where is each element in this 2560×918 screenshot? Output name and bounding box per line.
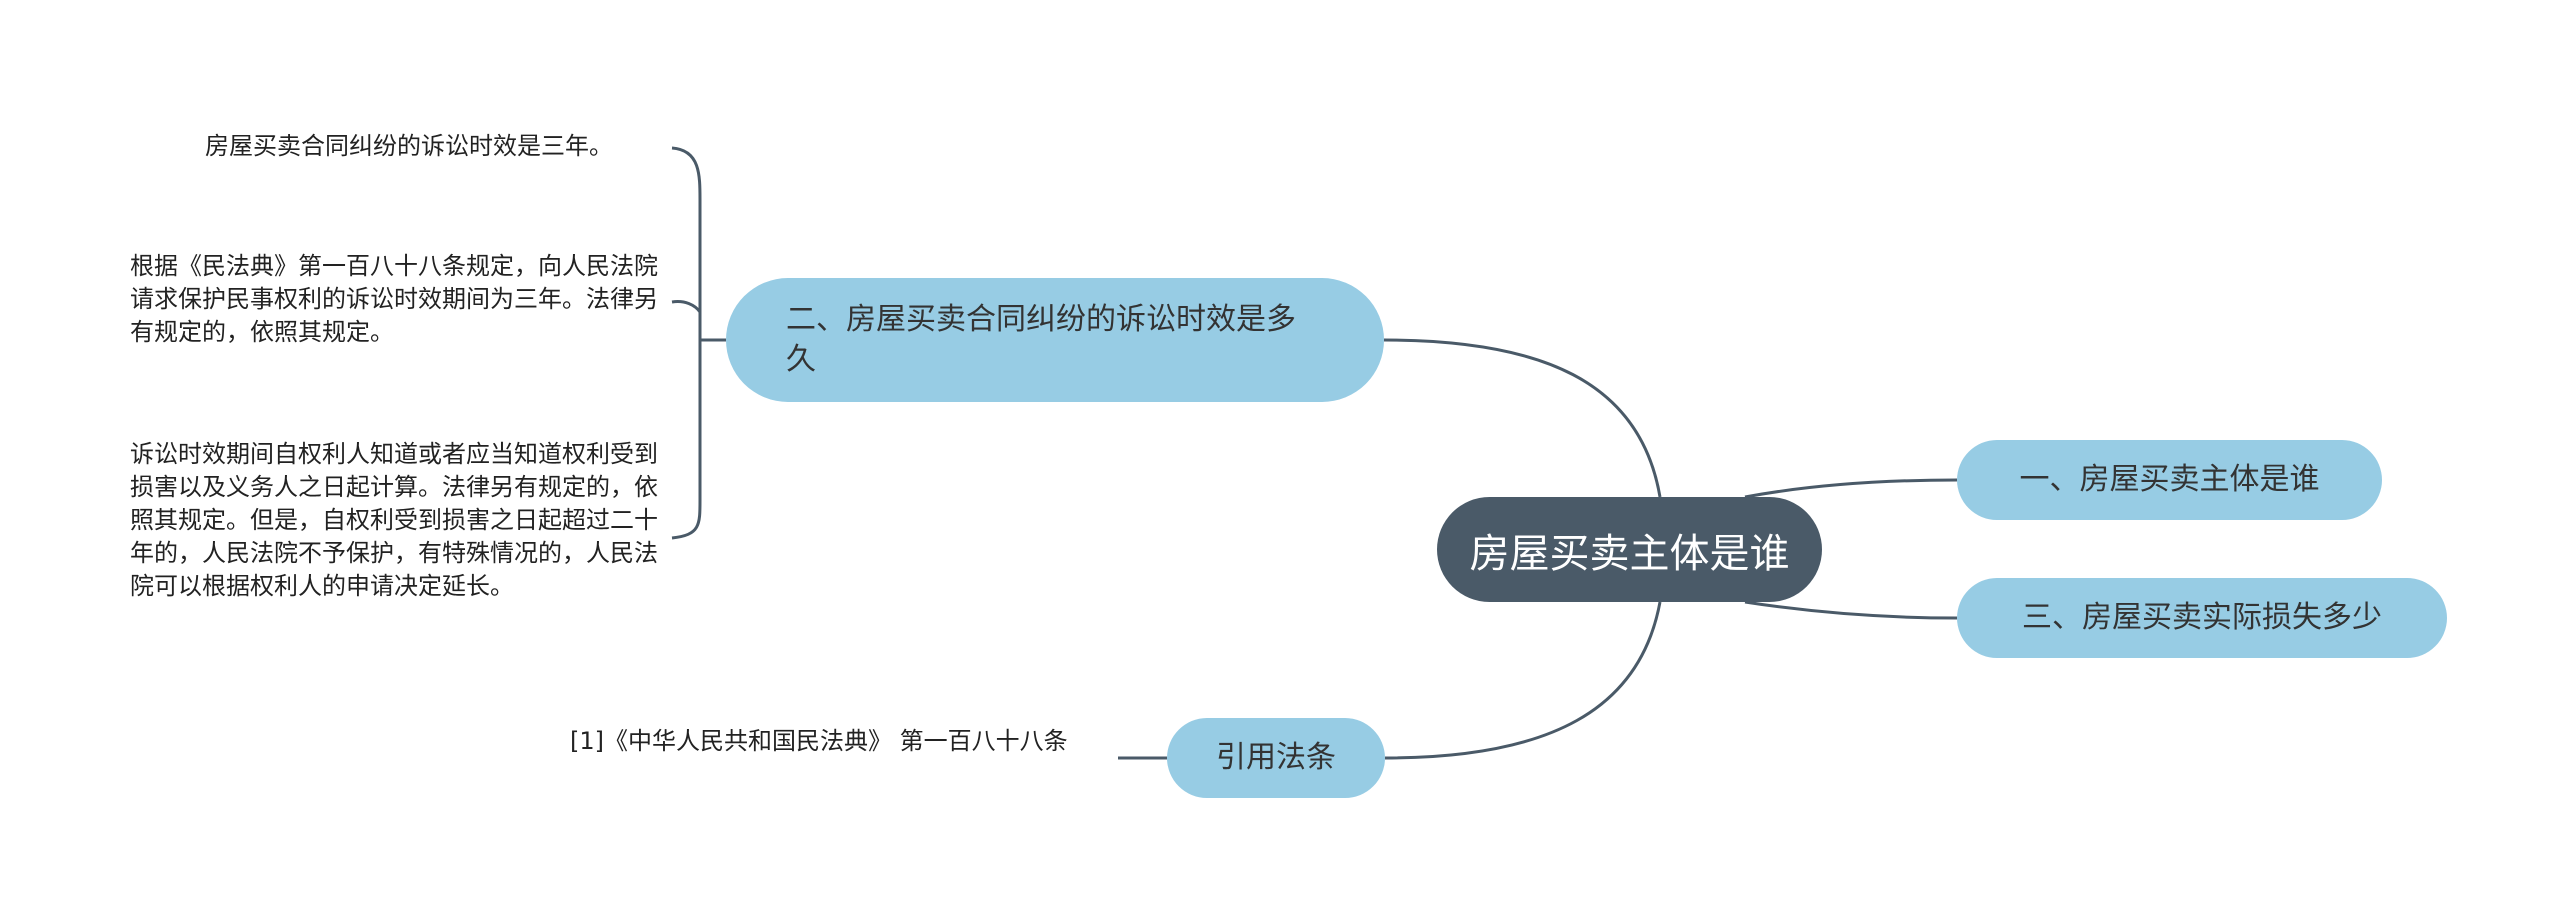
connector-root-t1 bbox=[1744, 478, 1958, 499]
connector-root-t2 bbox=[1383, 338, 1662, 498]
topic-cited-law[interactable]: 引用法条 bbox=[1167, 718, 1385, 798]
leaf-limitation-start: 诉讼时效期间自权利人知道或者应当知道权利受到损害以及义务人之日起计算。法律另有规… bbox=[130, 440, 658, 600]
leaf-limitation-three-years: 房屋买卖合同纠纷的诉讼时效是三年。 bbox=[205, 132, 613, 160]
topic-housing-subject[interactable]: 一、房屋买卖主体是谁 bbox=[1957, 440, 2382, 520]
topic-housing-subject-label: 一、房屋买卖主体是谁 bbox=[2019, 462, 2320, 497]
bracket-t2-leaves bbox=[671, 146, 702, 540]
connector-bracket-leaf2 bbox=[671, 300, 702, 313]
connector-root-t3 bbox=[1744, 600, 1958, 620]
root-node[interactable]: 房屋买卖主体是谁 bbox=[1437, 497, 1822, 602]
leaf-civil-code-article-188: 根据《民法典》第一百八十八条规定，向人民法院请求保护民事权利的诉讼时效期间为三年… bbox=[130, 252, 658, 346]
topic-cited-law-label: 引用法条 bbox=[1216, 740, 1336, 775]
topic-statute-of-limitations-label: 二、房屋买卖合同纠纷的诉讼时效是多久 bbox=[786, 302, 1296, 377]
leaf-cited-law: [1]《中华人民共和国民法典》 第一百八十八条 bbox=[570, 727, 1068, 755]
topic-actual-loss-label: 三、房屋买卖实际损失多少 bbox=[2022, 600, 2382, 635]
connector-root-t4 bbox=[1384, 601, 1662, 760]
topic-statute-of-limitations[interactable]: 二、房屋买卖合同纠纷的诉讼时效是多久 bbox=[726, 278, 1384, 402]
root-node-label: 房屋买卖主体是谁 bbox=[1469, 530, 1790, 577]
topic-actual-loss[interactable]: 三、房屋买卖实际损失多少 bbox=[1957, 578, 2447, 658]
